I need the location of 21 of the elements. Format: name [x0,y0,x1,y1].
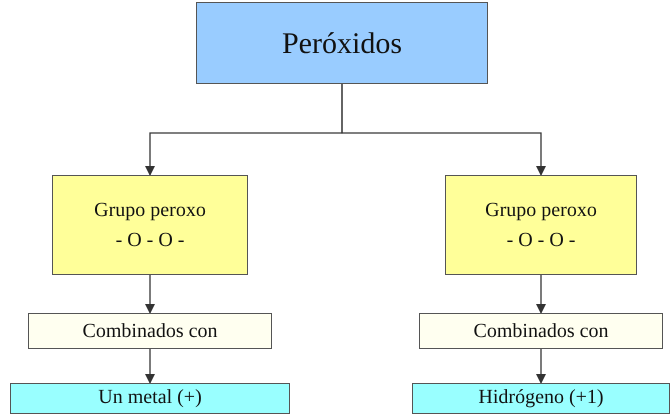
node-label: Grupo peroxo [485,199,597,221]
node-label: Combinados con [82,320,218,342]
node-label: Hidrógeno (+1) [478,385,604,408]
arrow [536,349,546,384]
arrow [341,84,546,176]
arrow [145,275,155,314]
node-label: Peróxidos [282,26,402,60]
arrow [145,349,155,384]
title-box [196,2,488,84]
concept-box [52,175,248,275]
formula-text: - O - O - [506,229,576,251]
formula-text: - O - O - [116,229,184,251]
node-label: Un metal (+) [98,385,202,408]
node-label: Grupo peroxo [94,199,206,221]
arrow [536,275,546,314]
concept-box [10,383,290,414]
concept-box [445,175,637,275]
node-label: Combinados con [474,320,608,342]
concept-box [419,313,663,349]
concept-box [412,383,670,414]
concept-box [28,313,272,349]
